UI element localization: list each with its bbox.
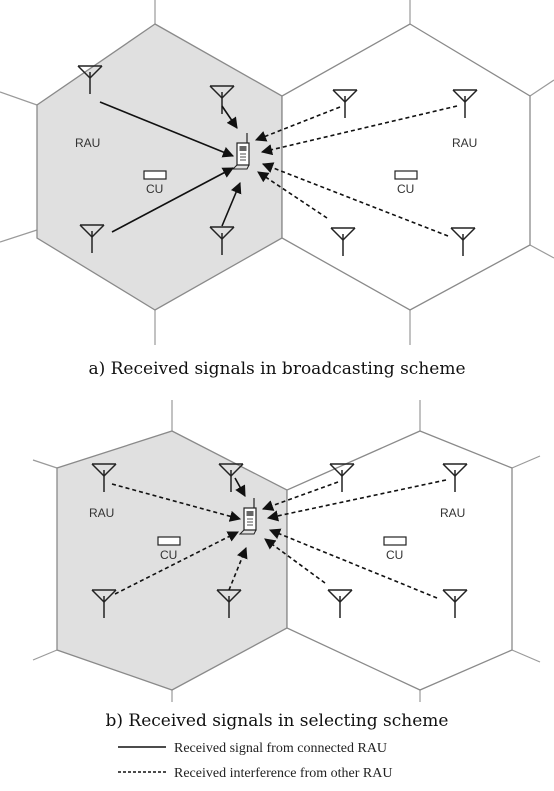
rau-label: RAU	[440, 506, 465, 520]
interference-arrow	[261, 481, 339, 511]
legend-dashed-label: Received interference from other RAU	[174, 766, 392, 781]
cu-label: CU	[386, 548, 403, 562]
cell-grid-a	[0, 0, 554, 345]
connected-signal-arrow	[221, 105, 238, 129]
control-unit-icon	[157, 536, 181, 546]
interference-arrow	[261, 162, 449, 237]
control-unit-icon	[394, 170, 418, 180]
interference-arrow	[111, 483, 242, 522]
interference-arrow	[268, 528, 438, 599]
panel-b: RAU RAU CU CU b) Received signals in sel…	[32, 400, 541, 731]
legend: Received signal from connected RAU Recei…	[118, 741, 392, 781]
rau-label: RAU	[89, 506, 114, 520]
cu-label: CU	[160, 548, 177, 562]
legend-solid-label: Received signal from connected RAU	[174, 741, 387, 756]
rau-label: RAU	[452, 136, 477, 150]
cu-label: CU	[146, 182, 163, 196]
cu-label: CU	[397, 182, 414, 196]
connected-signal-arrow	[221, 181, 242, 227]
rau-label: RAU	[75, 136, 100, 150]
panel-a: RAU RAU CU CU a) Received signals in bro…	[0, 0, 554, 379]
interference-arrow	[264, 538, 326, 584]
signal-arrows-b	[111, 477, 447, 599]
interference-arrow	[228, 546, 248, 591]
left-cell-hexagon	[36, 23, 283, 311]
cell-grid-b	[32, 400, 541, 702]
connected-signal-arrow	[99, 101, 235, 158]
connected-signal-arrow	[111, 167, 234, 233]
right-cell-hexagon	[286, 430, 513, 691]
interference-arrow	[254, 106, 341, 142]
interference-arrow	[266, 479, 447, 522]
interference-arrow	[114, 531, 240, 595]
control-unit-icon	[143, 170, 167, 180]
interference-arrow	[260, 105, 458, 156]
panel-caption: b) Received signals in selecting scheme	[106, 711, 449, 731]
signal-arrows-a	[99, 101, 458, 237]
connected-signal-arrow	[234, 477, 246, 497]
panel-caption: a) Received signals in broadcasting sche…	[88, 359, 465, 379]
control-unit-icon	[383, 536, 407, 546]
right-cell-hexagon	[281, 23, 531, 311]
